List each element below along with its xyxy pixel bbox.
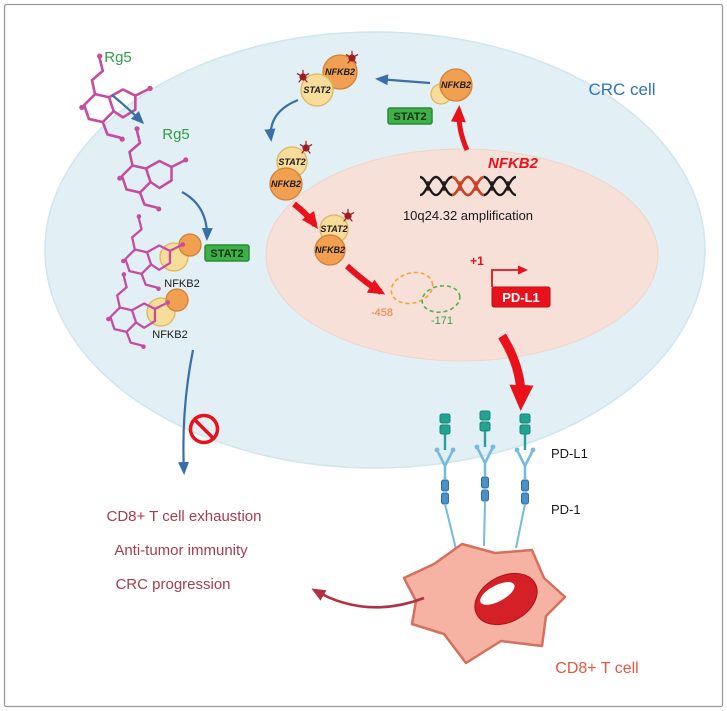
pdl1-gene-label: PD-L1: [502, 290, 540, 305]
pdl1-to-membrane-arrow: [498, 333, 534, 411]
nfkb2-complex-label: NFKB2: [164, 278, 199, 290]
cd8-tcell-body: [402, 542, 567, 665]
nfkb2-circle-label: NFKB2: [315, 245, 345, 255]
rg5-nfkb2-complex-1: NFKB2: [119, 213, 202, 293]
amplification-label: 10q24.32 amplification: [403, 208, 533, 223]
nuclear-import-arrow: [292, 201, 318, 230]
pd1-anchor-line: [483, 500, 486, 547]
nfkb2-complex-label: NFKB2: [152, 329, 187, 341]
stat2-nfkb2-complex-mid: STAT2 NFKB2: [269, 140, 313, 201]
nfkb2-protein-topright: NFKB2: [430, 68, 473, 105]
rg5-binding-arrow: [181, 191, 213, 241]
prohibition-icon: [188, 413, 220, 445]
stat2-tag-top: STAT2: [387, 107, 433, 125]
stat2-circle-label: STAT2: [320, 224, 347, 234]
tcell-nucleus-highlight: [480, 582, 515, 605]
tcell-label: CD8+ T cell: [555, 660, 638, 677]
stat2-circle-label: STAT2: [303, 85, 330, 95]
tcell-effect-arrow: [311, 588, 425, 609]
figure-border: [3, 3, 724, 708]
pd1-anchor-line: [515, 503, 526, 549]
nfkb2-gene-label: NFKB2: [488, 155, 539, 172]
nfkb2-circle-label: NFKB2: [325, 67, 355, 77]
expression-arrow-up: [450, 105, 470, 152]
pdl1-gene-box: [491, 286, 551, 308]
binding-site-circle-left: [390, 271, 434, 305]
stat2-tag-left: STAT2: [204, 244, 250, 262]
tcell-nucleus: [474, 572, 538, 626]
stat2-nfkb2-complex-top: NFKB2 STAT2: [296, 50, 359, 107]
binding-site-circle-right: [421, 284, 461, 314]
promoter-binding-arrow: [344, 263, 386, 295]
inhibited-pathway-arrow: [178, 349, 195, 475]
translocation-arrow-1: [264, 98, 299, 142]
rg5-entry-arrow: [111, 94, 145, 125]
pd1-anchor-line: [444, 503, 457, 550]
pd1-membrane-label: PD-1: [551, 502, 581, 517]
outcome-exhaustion: CD8+ T cell exhaustion: [107, 508, 262, 525]
complex-formation-arrow: [375, 74, 431, 86]
crc-cell-label: CRC cell: [588, 80, 655, 99]
site-171-label: -171: [431, 315, 453, 327]
site-458-label: -458: [371, 307, 393, 319]
nfkb2-circle-label: NFKB2: [271, 179, 301, 189]
nfkb2-circle-label: NFKB2: [441, 80, 471, 90]
stat2-nfkb2-complex-nucleus: STAT2 NFKB2: [314, 208, 355, 266]
rg5-nfkb2-complex-2: NFKB2: [104, 271, 189, 351]
stat2-tag-label: STAT2: [393, 111, 426, 123]
outcome-progression: CRC progression: [115, 576, 230, 593]
nucleus: [265, 148, 659, 362]
stat2-circle-label: STAT2: [278, 157, 305, 167]
transcription-start-arrow: [491, 265, 528, 287]
tss-plus1-label: +1: [470, 254, 484, 268]
outcome-immunity: Anti-tumor immunity: [114, 542, 248, 559]
pdl1-membrane-label: PD-L1: [551, 446, 588, 461]
rg5-label-internalized: Rg5: [162, 126, 190, 143]
dna-helix-icon: [419, 175, 517, 197]
stat2-tag-label: STAT2: [210, 248, 243, 260]
rg5-label-top: Rg5: [104, 49, 132, 66]
